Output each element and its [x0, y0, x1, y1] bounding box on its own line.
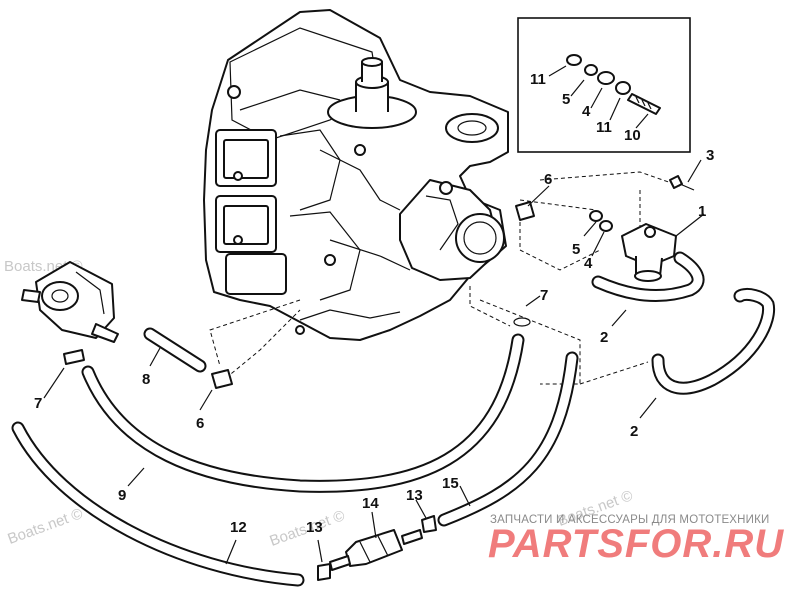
hose-2-lower: [651, 287, 776, 395]
callout-4-inset: 4: [582, 103, 591, 120]
callout-13-left: 13: [306, 519, 323, 536]
brand-subtitle: ЗАПЧАСТИ И АКСЕССУАРЫ ДЛЯ МОТОТЕХНИКИ: [490, 514, 770, 526]
callout-12: 12: [230, 519, 247, 536]
callout-2-upper-hose: 2: [600, 329, 608, 346]
callout-3: 3: [706, 147, 714, 164]
engine-block: [203, 9, 509, 341]
brand-logo: PARTSFOR.RU: [488, 522, 785, 566]
hose-12: [11, 421, 305, 587]
callout-labels: 11 5 4 11 10 3 1 6 5 4 7 2 2 8 6 7 9 12 …: [34, 71, 714, 536]
callout-13-right: 13: [406, 487, 423, 504]
callout-6-carb: 6: [544, 171, 552, 188]
routing-lines: [209, 171, 681, 385]
detail-inset: [517, 17, 691, 153]
callout-5-inset: 5: [562, 91, 570, 108]
callout-9: 9: [118, 487, 126, 504]
hose-9: [81, 333, 525, 493]
callout-leaders: [43, 65, 705, 565]
callout-11-inset-left: 11: [530, 71, 546, 88]
hose-8: [143, 327, 207, 373]
fuel-bowl-assembly: [621, 223, 677, 282]
hose-2-upper: [591, 251, 705, 303]
callout-15: 15: [442, 475, 459, 492]
fittings: [63, 201, 613, 581]
callout-10: 10: [624, 127, 641, 144]
callout-7-carb: 7: [540, 287, 548, 304]
callout-5-carb: 5: [572, 241, 580, 258]
callout-8: 8: [142, 371, 150, 388]
callout-11-inset-right: 11: [596, 119, 612, 136]
hose-15: [437, 351, 579, 527]
bolt: [669, 175, 695, 191]
callout-1: 1: [698, 203, 706, 220]
fuel-filter: [329, 529, 423, 571]
callout-6-lower: 6: [196, 415, 204, 432]
callout-2-lower-hose: 2: [630, 423, 638, 440]
callout-7-pump: 7: [34, 395, 42, 412]
callout-4-carb: 4: [584, 255, 593, 272]
callout-14: 14: [362, 495, 379, 512]
fuel-pump: [21, 261, 119, 343]
